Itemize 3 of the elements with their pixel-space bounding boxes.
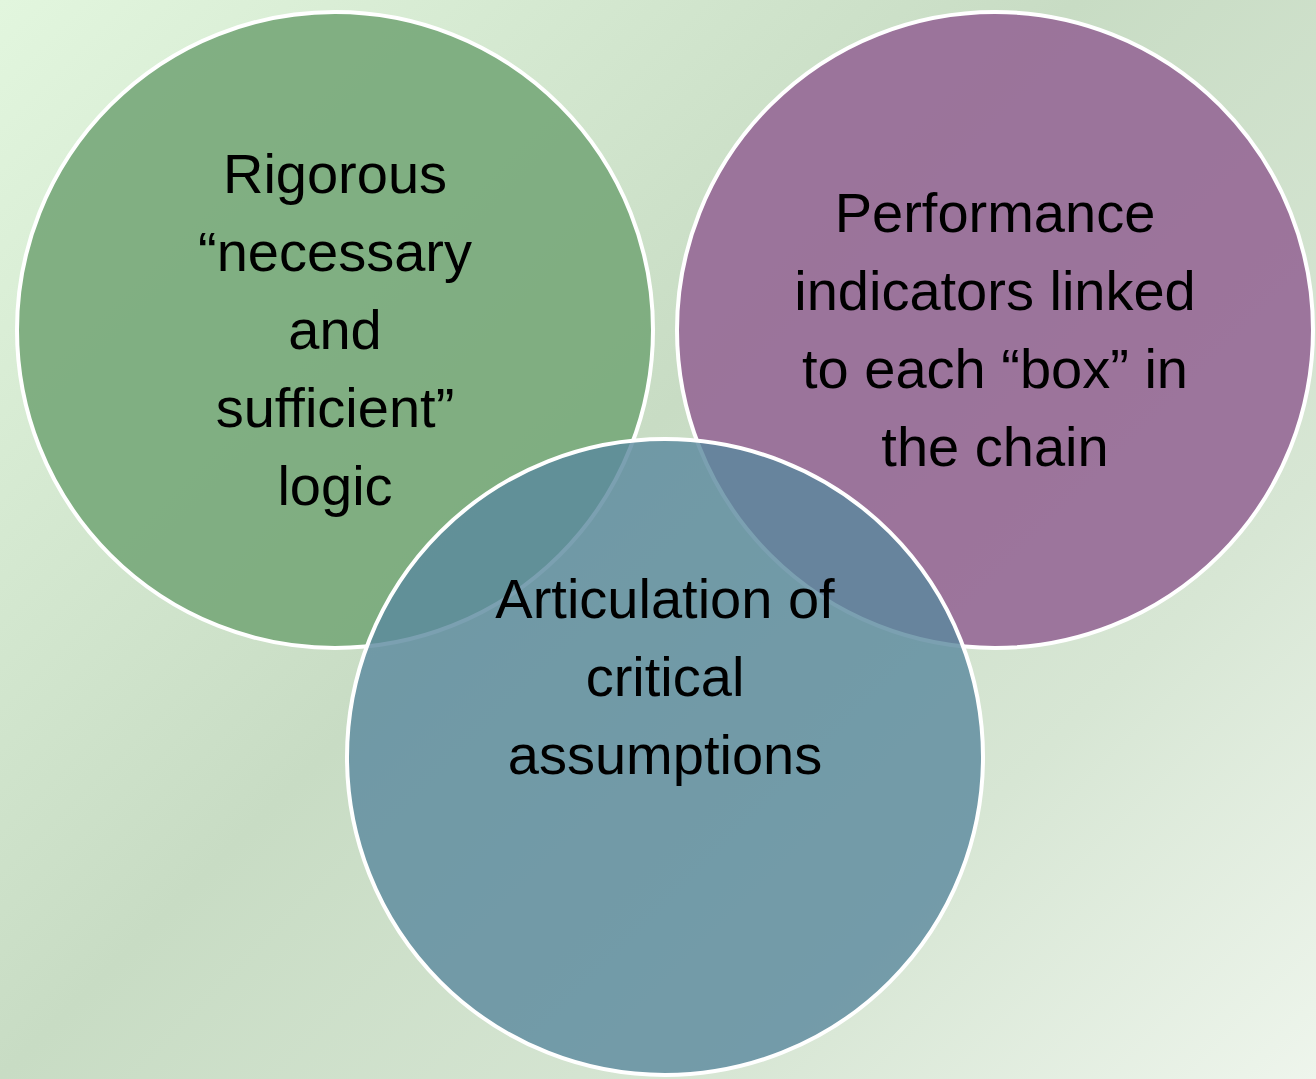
circle-label: Rigorous “necessary and sufficient” logic [197,141,473,519]
circle-label: Articulation of critical assumptions [494,566,836,788]
circle-label: Performance indicators linked to each “box” in the chain [793,180,1197,480]
